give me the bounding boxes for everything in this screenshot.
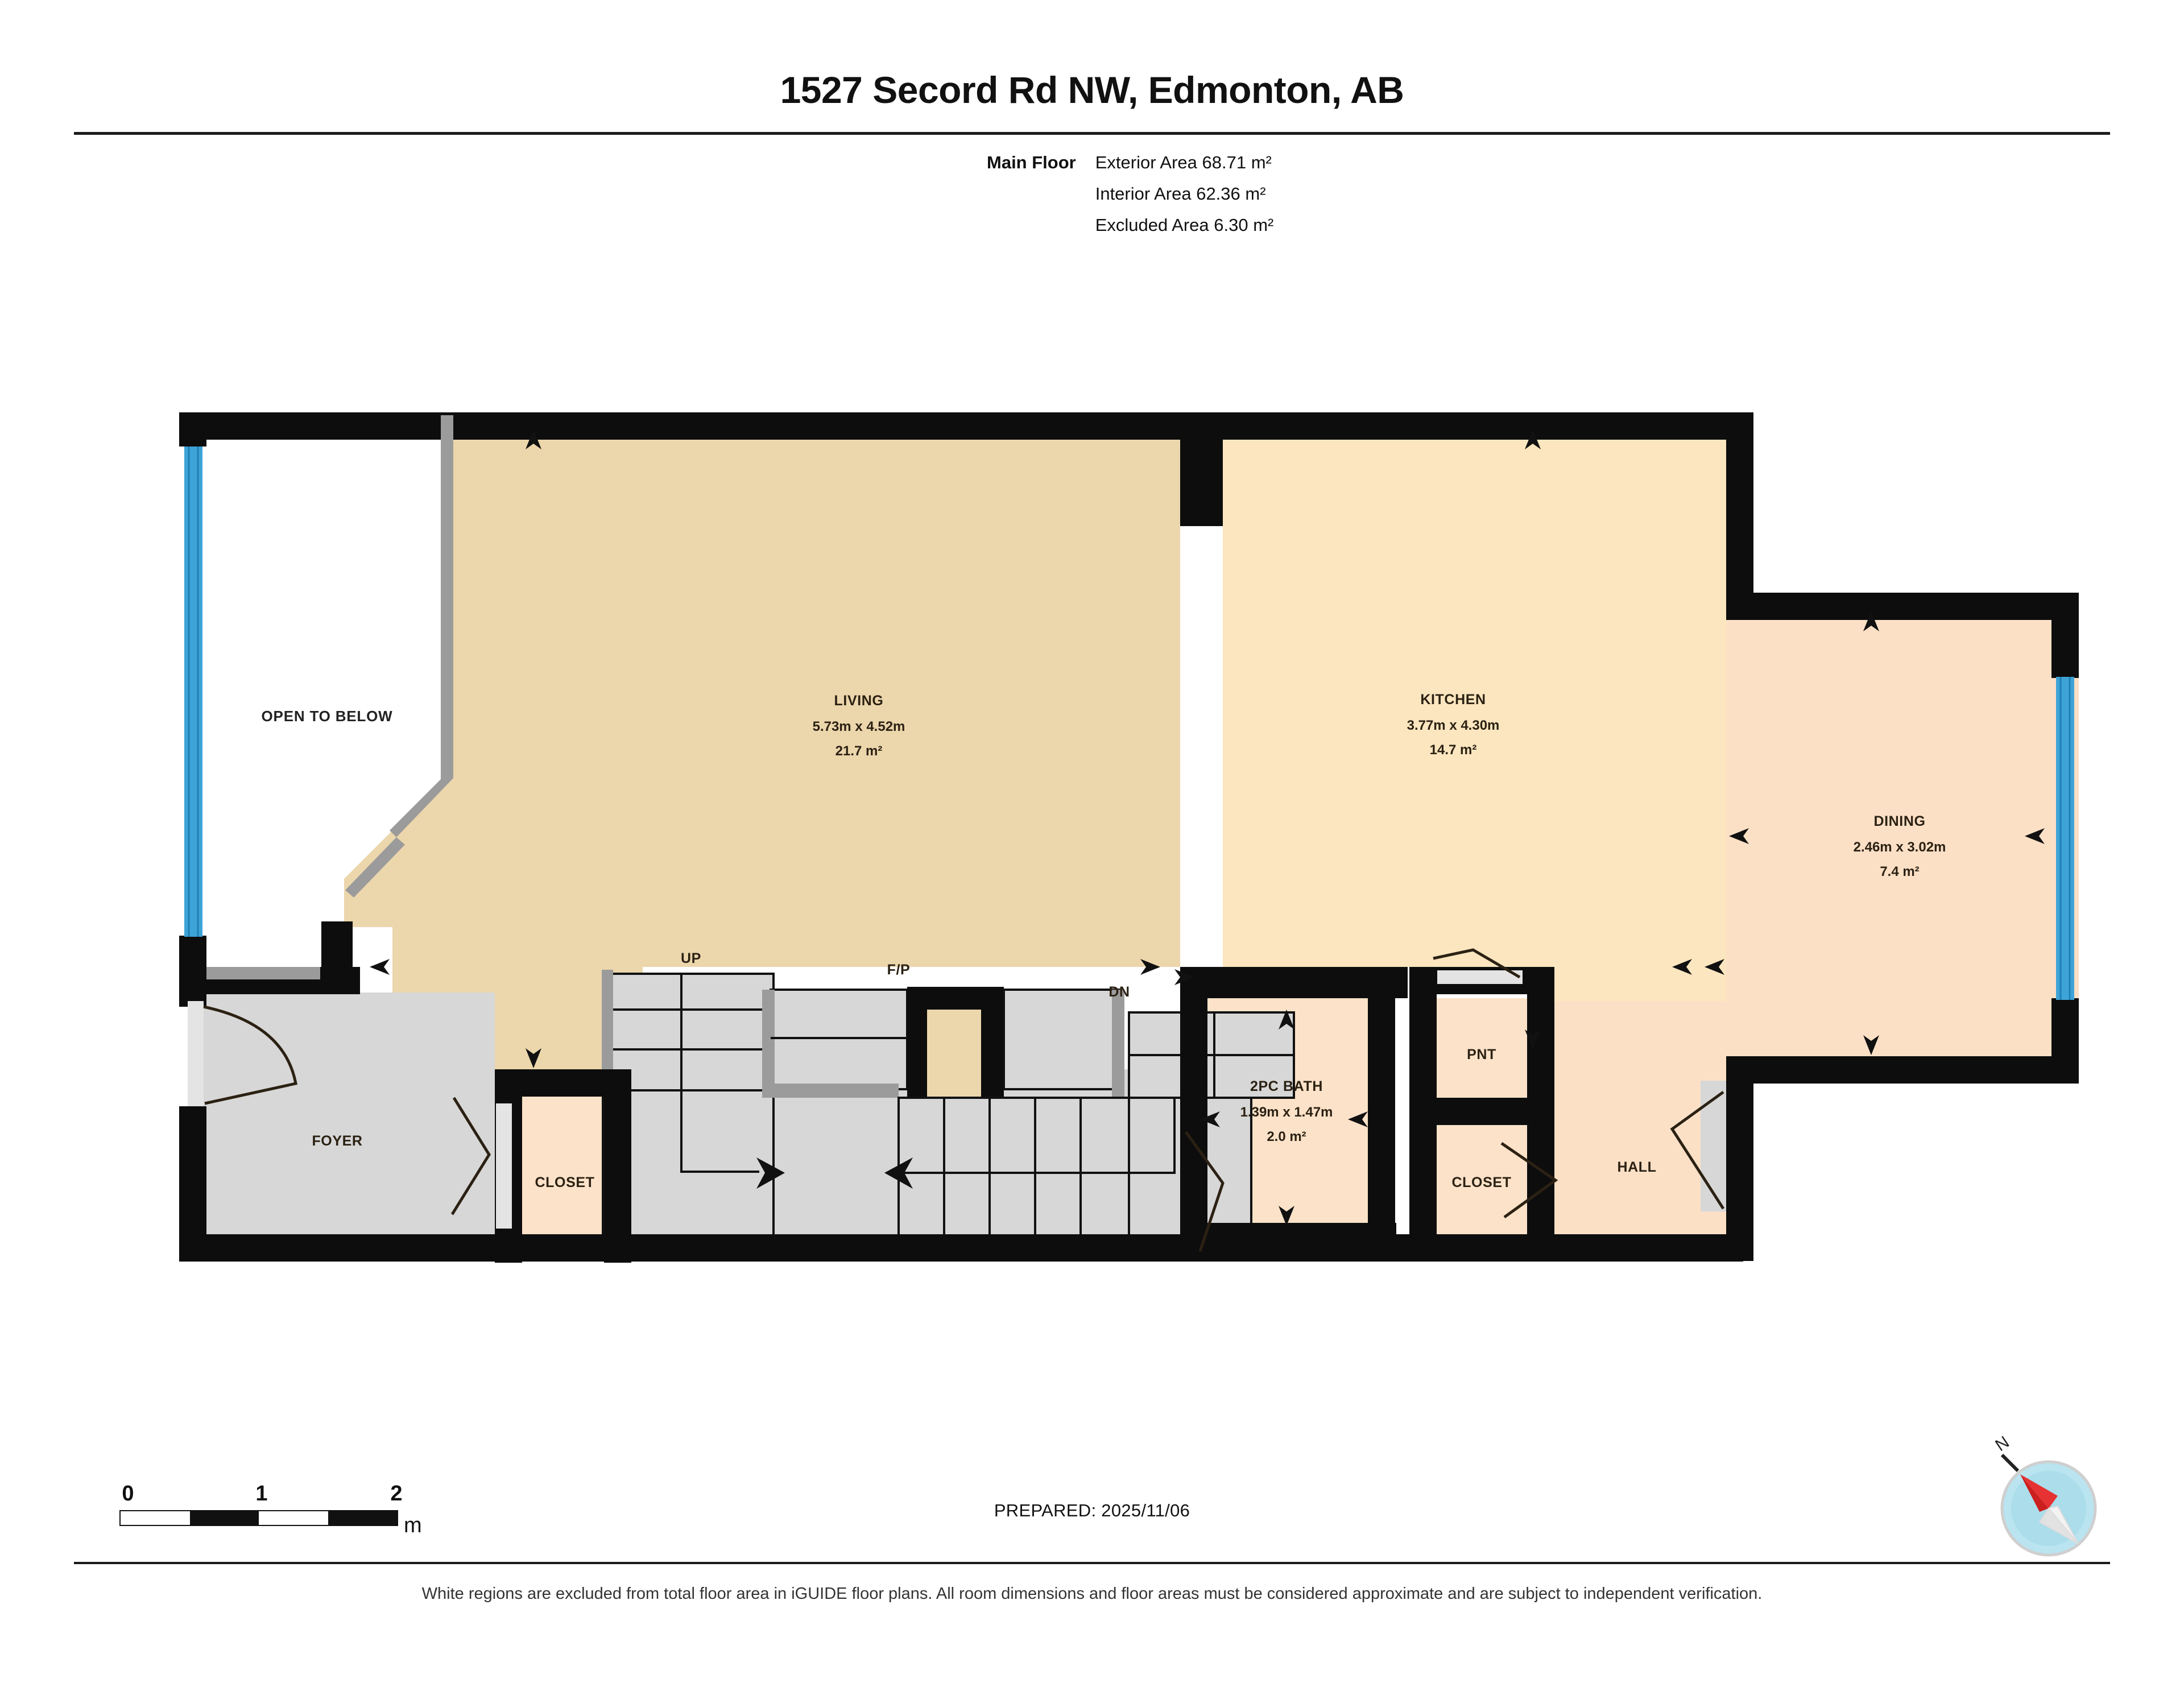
down-annotation: DN	[1108, 984, 1130, 1000]
kitchen-hall-connector	[1538, 967, 1726, 1001]
wall-stub-angled	[321, 921, 353, 975]
exterior-area-value: Exterior Area 68.71 m²	[1095, 152, 1272, 172]
dimension-arrows	[370, 429, 2045, 1226]
exterior-wall-top	[179, 412, 1726, 440]
svg-text:21.7 m²: 21.7 m²	[835, 743, 883, 759]
compass-rose: N	[1985, 1433, 2104, 1564]
dining-room-fill	[1726, 620, 2079, 1081]
exterior-wall-left-bottom	[179, 936, 206, 1007]
disclaimer-text: White regions are excluded from total fl…	[421, 1585, 1763, 1603]
compass-icon	[2000, 1453, 2097, 1557]
door-closet-hall	[1500, 1142, 1558, 1219]
svg-text:7.4 m²: 7.4 m²	[1880, 864, 1919, 879]
wall-bath-left	[1180, 967, 1207, 1251]
up-annotation: UP	[681, 950, 701, 966]
svg-text:DINING: DINING	[1873, 813, 1925, 829]
living-room-fill	[344, 415, 1180, 1069]
stair-down	[1128, 1011, 1295, 1099]
living-angled-wall-lower	[345, 837, 405, 898]
exterior-wall-left-lower	[179, 1106, 206, 1257]
exterior-wall-bottom	[179, 1234, 1743, 1262]
svg-text:1.39m x 1.47m: 1.39m x 1.47m	[1240, 1105, 1333, 1120]
exterior-wall-dining-right-top	[2051, 593, 2079, 678]
exterior-wall-left-top	[179, 412, 206, 446]
exterior-wall-dining-bottom	[1726, 1056, 2079, 1084]
svg-text:5.73m x 4.52m: 5.73m x 4.52m	[813, 719, 905, 734]
open-to-below-label: OPEN TO BELOW	[262, 708, 393, 725]
scale-track	[119, 1510, 398, 1526]
scale-tick-0: 0	[122, 1482, 134, 1506]
scale-unit-label: m	[404, 1514, 422, 1537]
svg-text:2.46m x 3.02m: 2.46m x 3.02m	[1854, 840, 1946, 855]
excluded-area-value: Excluded Area 6.30 m²	[1095, 215, 1274, 235]
header-divider	[74, 132, 2110, 135]
door-hall-exterior	[1670, 1090, 1725, 1210]
exterior-wall-dining-top	[1726, 593, 2079, 620]
door-bath	[1184, 1131, 1225, 1252]
svg-text:2PC BATH: 2PC BATH	[1250, 1078, 1323, 1094]
pantry-label: PNT	[1467, 1047, 1496, 1062]
interior-area-value: Interior Area 62.36 m²	[1095, 184, 1266, 204]
fireplace-block	[762, 987, 1124, 1098]
foyer-fill	[188, 993, 495, 1257]
svg-text:3.77m x 4.30m: 3.77m x 4.30m	[1407, 718, 1500, 733]
exterior-wall-hall-right	[1726, 1056, 1753, 1261]
foyer-label: FOYER	[312, 1133, 362, 1149]
living-room-label: LIVING 5.73m x 4.52m 21.7 m²	[813, 693, 905, 759]
scale-tick-2: 2	[390, 1482, 403, 1506]
floor-label: Main Floor	[987, 152, 1076, 172]
wall-closet-hall-right	[1527, 1098, 1554, 1260]
closet-hall-label: CLOSET	[1452, 1175, 1512, 1190]
hall-label: HALL	[1617, 1159, 1656, 1175]
svg-text:14.7 m²: 14.7 m²	[1430, 742, 1477, 758]
closet-foyer-label: CLOSET	[535, 1175, 595, 1190]
footer-divider	[74, 1562, 2110, 1564]
floor-summary: Main Floor Exterior Area 68.71 m² Interi…	[987, 152, 1273, 235]
living-angled-wall	[390, 415, 453, 837]
scale-tick-1: 1	[255, 1482, 268, 1506]
bath-room-label: 2PC BATH 1.39m x 1.47m 2.0 m²	[1240, 1078, 1333, 1144]
svg-text:2.0 m²: 2.0 m²	[1267, 1129, 1306, 1144]
kitchen-room-label: KITCHEN 3.77m x 4.30m 14.7 m²	[1407, 692, 1500, 758]
svg-text:LIVING: LIVING	[834, 693, 884, 709]
window-left-exterior	[184, 446, 202, 937]
kitchen-room-fill	[1223, 415, 1726, 1001]
closet-foyer-fill	[520, 1084, 609, 1257]
fireplace-opening	[927, 1010, 981, 1098]
prepared-date: PREPARED: 2025/11/06	[994, 1500, 1190, 1520]
door-foyer-entry	[188, 1001, 297, 1106]
wall-closet-foyer-right	[604, 1069, 631, 1263]
exterior-wall-kitchen-right	[1726, 412, 1753, 620]
wall-bath-bottom	[1180, 1223, 1396, 1250]
wall-living-kitchen-jog	[1180, 412, 1223, 526]
dining-room-label: DINING 2.46m x 3.02m 7.4 m²	[1854, 813, 1946, 879]
door-pantry	[1433, 948, 1523, 984]
pantry-fill	[1436, 998, 1527, 1106]
window-dining-right	[2056, 677, 2074, 1000]
page-title: 1527 Secord Rd NW, Edmonton, AB	[780, 69, 1404, 111]
fireplace-annotation: F/P	[887, 962, 911, 978]
wall-bath-right	[1368, 967, 1395, 1251]
foyer-window-wall	[206, 967, 320, 979]
floor-plan-drawing: .wall { fill:#0d0d0d; } .iwall { fill:#9…	[179, 412, 2079, 1263]
svg-text:KITCHEN: KITCHEN	[1420, 692, 1486, 708]
scale-bar: 0 1 2 m	[119, 1482, 422, 1550]
door-closet-foyer	[450, 1097, 512, 1229]
